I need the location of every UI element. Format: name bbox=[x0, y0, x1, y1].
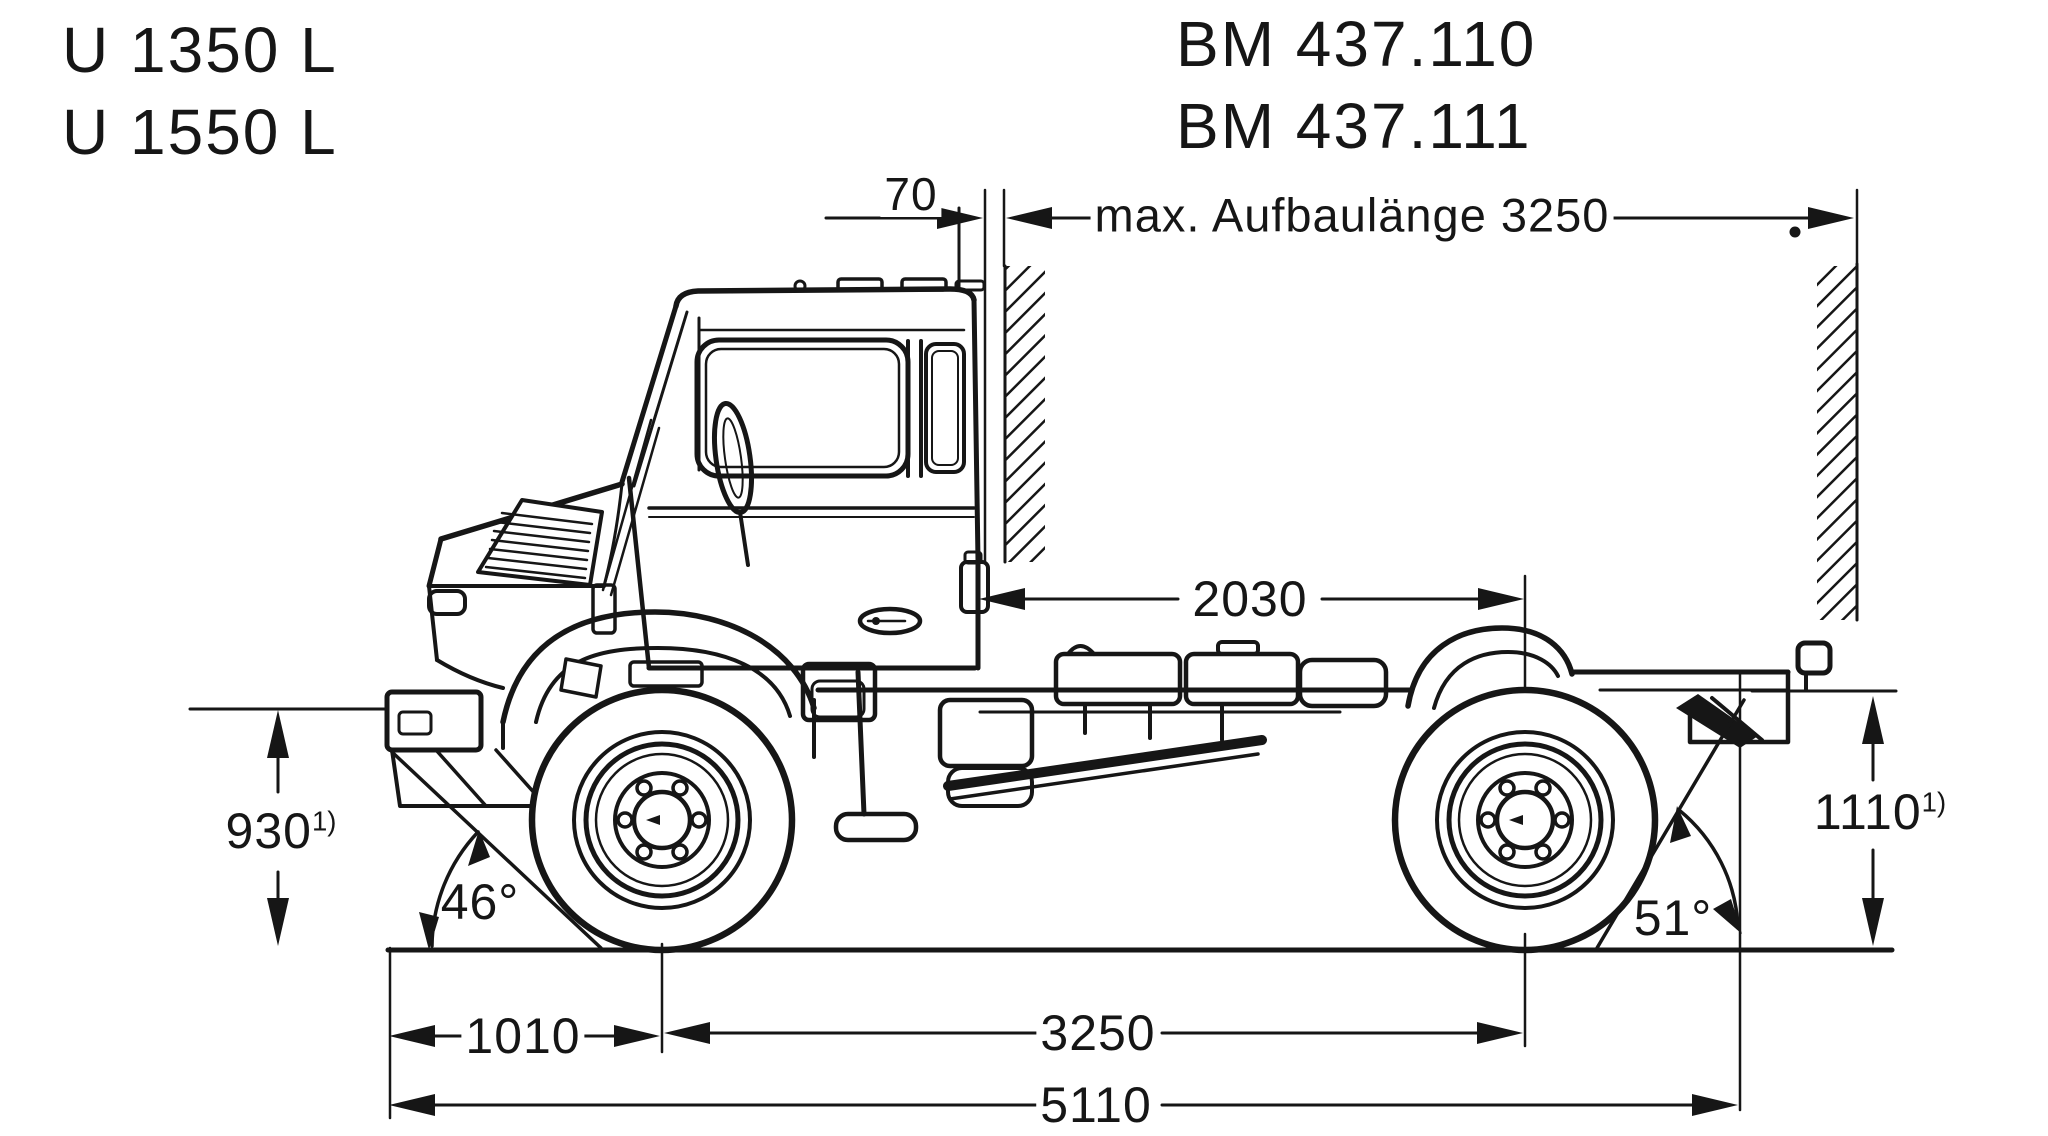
dim-max-body-length: max. Aufbaulänge 3250 bbox=[1090, 191, 1614, 239]
driveshaft bbox=[943, 735, 1267, 791]
fender-marker bbox=[559, 657, 603, 699]
type-code-2: BM 437.111 bbox=[1176, 90, 1532, 162]
label-approach-angle: 46° bbox=[440, 874, 520, 930]
label-departure-angle: 51° bbox=[1633, 890, 1713, 946]
dim-front-frame-height: 9301) bbox=[221, 805, 341, 856]
cab-step bbox=[833, 669, 919, 843]
approach-angle-line bbox=[390, 750, 603, 950]
body-wall-hatch-front bbox=[1005, 266, 1045, 562]
front-bumper bbox=[384, 689, 484, 753]
front-hub-center-mark bbox=[646, 815, 660, 825]
rear-fender bbox=[1405, 625, 1575, 710]
cab-group bbox=[591, 206, 990, 671]
dim-cab-to-rear-axle: 2030 bbox=[1188, 574, 1312, 624]
dimension-annotations bbox=[188, 188, 1898, 1120]
front-wheel bbox=[528, 686, 796, 954]
quarter-window bbox=[924, 342, 966, 474]
door-handle bbox=[857, 606, 923, 636]
footnote-marker: 1) bbox=[1921, 786, 1947, 818]
dim-overall-length: 5110 bbox=[1036, 1080, 1156, 1130]
headlight bbox=[427, 589, 467, 616]
body-limit-walls bbox=[1003, 262, 1859, 622]
departure-angle-line bbox=[1595, 698, 1746, 950]
hood-group bbox=[426, 481, 625, 690]
type-code-1: BM 437.110 bbox=[1176, 8, 1537, 80]
door-window bbox=[694, 337, 911, 479]
steering-wheel bbox=[712, 400, 754, 516]
dim-rear-frame-height: 11101) bbox=[1809, 786, 1951, 837]
dim-front-overhang: 1010 bbox=[461, 1011, 585, 1061]
rear-hub-center-mark bbox=[1509, 815, 1523, 825]
dim-cab-to-body-gap: 70 bbox=[880, 171, 942, 217]
front-structure bbox=[384, 689, 590, 808]
chassis-group bbox=[800, 640, 1833, 843]
rear-wheel bbox=[1391, 686, 1659, 954]
model-name-1: U 1350 L bbox=[62, 14, 338, 86]
model-name-2: U 1550 L bbox=[62, 96, 338, 168]
rear-hitch bbox=[1795, 640, 1833, 676]
grille-vent bbox=[476, 498, 604, 587]
body-wall-hatch-rear bbox=[1817, 266, 1857, 620]
footnote-marker: 1) bbox=[311, 805, 337, 837]
dim-wheelbase: 3250 bbox=[1036, 1008, 1160, 1058]
door-front-edge bbox=[626, 475, 652, 671]
